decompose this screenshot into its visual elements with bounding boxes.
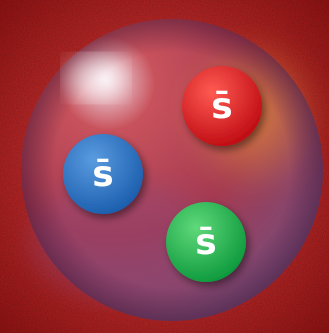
quark-blue-label: s̄ [92, 154, 113, 195]
quark-blue: s̄ [63, 134, 143, 214]
quark-red-label: s̄ [211, 86, 232, 127]
quark-red: s̄ [182, 66, 262, 146]
quark-green: s̄ [166, 202, 246, 282]
quark-green-label: s̄ [195, 222, 216, 263]
sphere-highlight [66, 56, 126, 100]
